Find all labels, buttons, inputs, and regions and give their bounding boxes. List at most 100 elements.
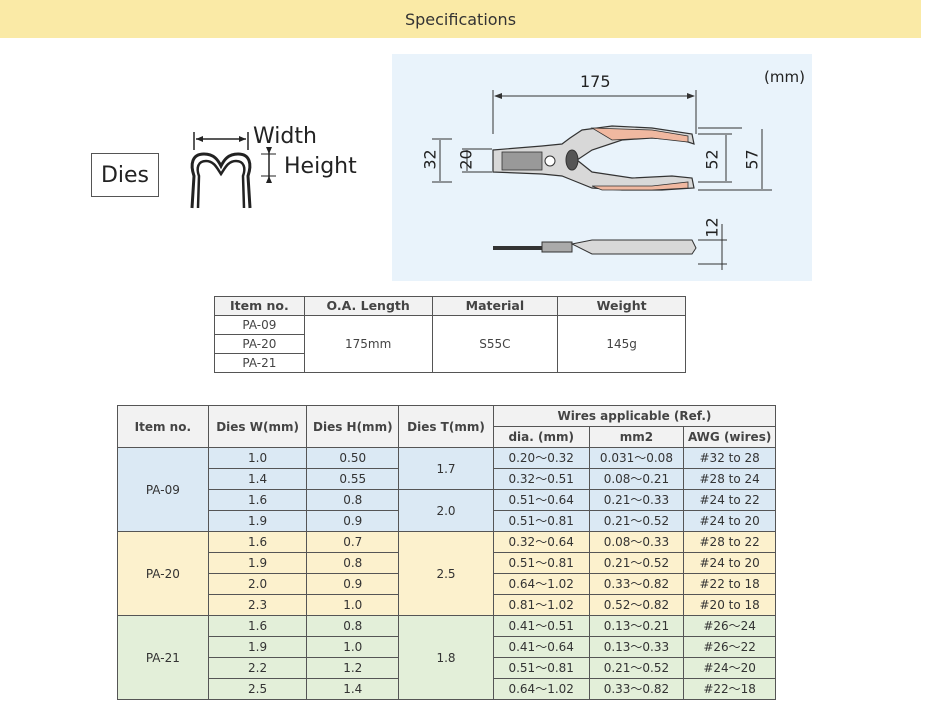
spec-item: PA-20 — [214, 334, 305, 354]
mm2-cell: 0.21～0.52 — [588, 657, 685, 679]
dies-t-cell: 1.7 — [398, 447, 494, 490]
dies-w-cell: 1.6 — [207, 615, 308, 637]
mm2-cell: 0.13～0.21 — [588, 615, 685, 637]
tool-dimension-drawing: (mm) 175 32 20 52 57 12 — [392, 54, 812, 281]
header-item: Item no. — [117, 405, 209, 448]
spec-length: 175mm — [303, 315, 433, 373]
spec-table-header: Item no. O.A. Length Material Weight — [214, 296, 686, 316]
spec-header-material: Material — [431, 296, 559, 316]
dies-h-cell: 0.55 — [306, 468, 400, 490]
mm2-cell: 0.33～0.82 — [588, 678, 685, 700]
dia-cell: 0.41～0.64 — [492, 636, 590, 658]
dies-w-cell: 1.9 — [207, 552, 308, 574]
dia-cell: 0.64～1.02 — [492, 678, 590, 700]
spec-header-weight: Weight — [557, 296, 686, 316]
mm2-cell: 0.21～0.33 — [588, 489, 685, 511]
awg-cell: #32 to 28 — [683, 447, 776, 469]
dies-w-cell: 1.4 — [207, 468, 308, 490]
dies-h-cell: 0.8 — [306, 552, 400, 574]
height-label: Height — [284, 154, 357, 179]
dies-diagram: Dies Width Height — [86, 124, 358, 214]
spec-table: Item no. O.A. Length Material Weight PA-… — [214, 296, 686, 373]
unit-label: (mm) — [764, 68, 805, 86]
dia-cell: 0.51～0.81 — [492, 657, 590, 679]
dies-h-cell: 1.4 — [306, 678, 400, 700]
mm2-cell: 0.33～0.82 — [588, 573, 685, 595]
header-mm2: mm2 — [588, 426, 685, 448]
dies-label: Dies — [100, 162, 150, 188]
awg-cell: #28 to 22 — [683, 531, 776, 553]
mm2-cell: 0.08～0.21 — [588, 468, 685, 490]
table-row: PA-21 — [214, 353, 686, 373]
spec-material: S55C — [431, 315, 559, 373]
dies-h-cell: 0.9 — [306, 510, 400, 532]
dia-cell: 0.64～1.02 — [492, 573, 590, 595]
width-label: Width — [253, 124, 317, 149]
header-awg: AWG (wires) — [683, 426, 776, 448]
dies-h-cell: 1.2 — [306, 657, 400, 679]
awg-cell: #22 to 18 — [683, 573, 776, 595]
awg-cell: #26～22 — [683, 636, 776, 658]
dia-cell: 0.32～0.51 — [492, 468, 590, 490]
dia-cell: 0.20～0.32 — [492, 447, 590, 469]
dia-cell: 0.81～1.02 — [492, 594, 590, 616]
dia-cell: 0.32～0.64 — [492, 531, 590, 553]
awg-cell: #22～18 — [683, 678, 776, 700]
dies-h-cell: 0.9 — [306, 573, 400, 595]
awg-cell: #24 to 20 — [683, 552, 776, 574]
dies-h-cell: 0.7 — [306, 531, 400, 553]
header-dies-t: Dies T(mm) — [398, 405, 494, 448]
wire-table-header: Item no. Dies W(mm) Dies H(mm) Dies T(mm… — [117, 405, 777, 448]
dies-w-cell: 2.2 — [207, 657, 308, 679]
page-header: Specifications — [0, 0, 921, 38]
dies-h-cell: 0.8 — [306, 489, 400, 511]
mm2-cell: 0.031～0.08 — [588, 447, 685, 469]
item-cell: PA-09 — [117, 447, 209, 532]
awg-cell: #28 to 24 — [683, 468, 776, 490]
dies-h-cell: 1.0 — [306, 636, 400, 658]
page-title: Specifications — [404, 9, 517, 29]
dies-w-cell: 2.5 — [207, 678, 308, 700]
header-dies-h: Dies H(mm) — [306, 405, 400, 448]
spec-weight: 145g — [557, 315, 686, 373]
dies-w-cell: 1.6 — [207, 531, 308, 553]
dies-w-cell: 2.3 — [207, 594, 308, 616]
dies-w-cell: 1.9 — [207, 510, 308, 532]
awg-cell: #24～20 — [683, 657, 776, 679]
mm2-cell: 0.52～0.82 — [588, 594, 685, 616]
spec-item: PA-21 — [214, 353, 305, 373]
dies-t-cell: 2.0 — [398, 489, 494, 532]
awg-cell: #24 to 20 — [683, 510, 776, 532]
dies-t-cell: 2.5 — [398, 531, 494, 616]
dia-cell: 0.51～0.81 — [492, 552, 590, 574]
table-row: PA-09 175mm S55C 145g — [214, 315, 686, 373]
spec-header-item: Item no. — [214, 296, 305, 316]
dia-cell: 0.41～0.51 — [492, 615, 590, 637]
header-wires: Wires applicable (Ref.) — [492, 405, 777, 427]
awg-cell: #26～24 — [683, 615, 776, 637]
jaw-inner-dimension: 20 — [456, 149, 476, 170]
dies-profile-drawing — [190, 132, 276, 209]
length-dimension: 175 — [580, 72, 611, 91]
table-row: PA-20 — [214, 334, 686, 354]
dies-w-cell: 1.6 — [207, 489, 308, 511]
mm2-cell: 0.21～0.52 — [588, 552, 685, 574]
dies-label-box: Dies — [91, 153, 159, 197]
dies-h-cell: 0.50 — [306, 447, 400, 469]
awg-cell: #24 to 22 — [683, 489, 776, 511]
handle-inner-dimension: 52 — [702, 149, 722, 170]
dies-w-cell: 2.0 — [207, 573, 308, 595]
mm2-cell: 0.13～0.33 — [588, 636, 685, 658]
plier-drawing — [432, 90, 772, 270]
wire-table: Item no. Dies W(mm) Dies H(mm) Dies T(mm… — [117, 405, 777, 700]
dies-w-cell: 1.9 — [207, 636, 308, 658]
header-dies-w: Dies W(mm) — [207, 405, 308, 448]
dies-h-cell: 1.0 — [306, 594, 400, 616]
handle-outer-dimension: 57 — [742, 149, 762, 170]
mm2-cell: 0.21～0.52 — [588, 510, 685, 532]
dies-h-cell: 0.8 — [306, 615, 400, 637]
